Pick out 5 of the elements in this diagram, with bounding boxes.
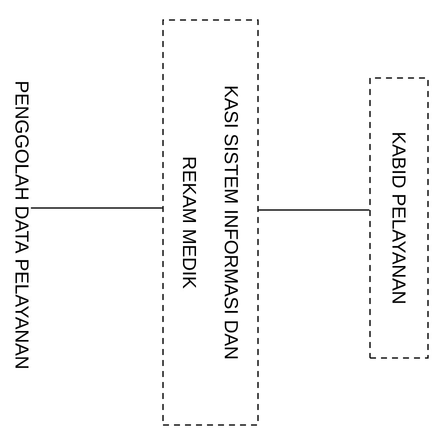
connector-line xyxy=(30,207,162,209)
rotated-label: PENGGOLAH DATA PELAYANAN xyxy=(15,82,29,368)
connector-line xyxy=(258,209,370,211)
dashed-box: KASI SISTEM INFORMASI DAN REKAM MEDIK xyxy=(162,19,259,426)
dashed-box: KABID PELAYANAN xyxy=(369,77,429,359)
